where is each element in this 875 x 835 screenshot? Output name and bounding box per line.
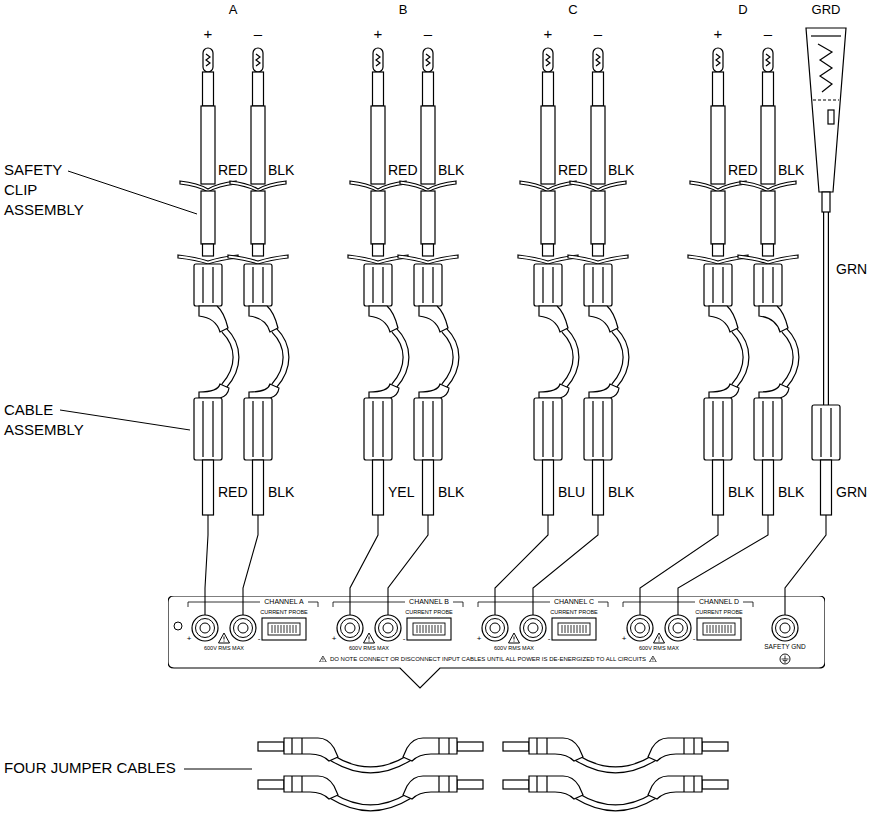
channel-name: CHANNEL A [264, 598, 303, 605]
safety-clip [228, 48, 288, 515]
wire-color: GRN [836, 262, 867, 276]
polarity-sign: + [374, 26, 383, 41]
wire-color: BLK [268, 163, 294, 177]
channel-name: CHANNEL B [409, 598, 449, 605]
channel-letter: D [738, 3, 747, 16]
jumper-cable [503, 776, 728, 808]
part-name: FOUR JUMPER CABLES [4, 760, 176, 775]
input-wires [205, 515, 826, 597]
wire-color: YEL [388, 485, 414, 499]
port-name: CURRENT PROBE [550, 610, 598, 616]
jumper-cable [503, 738, 728, 770]
polarity-sign: – [254, 26, 262, 41]
wire-color: BLK [608, 163, 634, 177]
wire-color: RED [728, 163, 758, 177]
channel-name: CHANNEL C [554, 598, 594, 605]
wire-color: BLK [728, 485, 754, 499]
wire-color: BLK [438, 163, 464, 177]
part-name: CABLE ASSEMBLY [4, 400, 84, 440]
polarity-sign: - [403, 635, 406, 643]
wire-color: BLK [268, 485, 294, 499]
polarity-sign: + [714, 26, 723, 41]
wire-color: BLK [778, 485, 804, 499]
wire-color: RED [218, 485, 248, 499]
input-panel: CHANNEL A CURRENT PROBE +600V RMS MAX - CHAN… [168, 596, 825, 691]
wire-color: RED [218, 163, 248, 177]
polarity-sign: – [594, 26, 602, 41]
polarity-sign: + [544, 26, 553, 41]
port-name: CURRENT PROBE [405, 610, 453, 616]
safety-clip [398, 48, 458, 515]
channel-letter: C [568, 3, 577, 16]
polarity-sign: - [258, 635, 261, 643]
channel-name: CHANNEL D [699, 598, 739, 605]
jumper-cable [258, 738, 483, 770]
wire-color: BLK [778, 163, 804, 177]
channel-letter: B [399, 3, 408, 16]
polarity-sign: - [548, 635, 551, 643]
wire-color: BLK [438, 485, 464, 499]
polarity-sign: + [332, 635, 337, 643]
safety-clip [688, 48, 748, 515]
polarity-sign: – [764, 26, 772, 41]
wire-color: BLK [608, 485, 634, 499]
voltage-rating: 600V RMS MAX [639, 646, 679, 652]
part-name: SAFETY CLIP ASSEMBLY [4, 160, 84, 220]
voltage-rating: 600V RMS MAX [494, 646, 534, 652]
ground-name: SAFETY GND [764, 644, 805, 651]
channel-letter: A [229, 3, 238, 16]
safety-clip [178, 48, 238, 515]
port-name: CURRENT PROBE [260, 610, 308, 616]
polarity-sign: - [693, 635, 696, 643]
safety-clip [568, 48, 628, 515]
polarity-sign: + [622, 635, 627, 643]
polarity-sign: + [477, 635, 482, 643]
safety-clip [738, 48, 798, 515]
polarity-sign: – [424, 26, 432, 41]
voltage-rating: 600V RMS MAX [204, 646, 244, 652]
wire-color: RED [558, 163, 588, 177]
jumper-cable [258, 776, 483, 808]
warning-note: DO NOTE CONNECT OR DISCONNECT INPUT CABL… [319, 656, 657, 662]
port-name: CURRENT PROBE [695, 610, 743, 616]
wire-color: GRN [836, 485, 867, 499]
safety-clip [348, 48, 408, 515]
polarity-sign: + [187, 635, 192, 643]
ground-letter: GRD [812, 3, 841, 16]
wire-color: BLU [558, 485, 585, 499]
polarity-sign: + [204, 26, 213, 41]
voltage-rating: 600V RMS MAX [349, 646, 389, 652]
safety-clip [518, 48, 578, 515]
wire-color: RED [388, 163, 418, 177]
leader-lines [60, 171, 252, 769]
